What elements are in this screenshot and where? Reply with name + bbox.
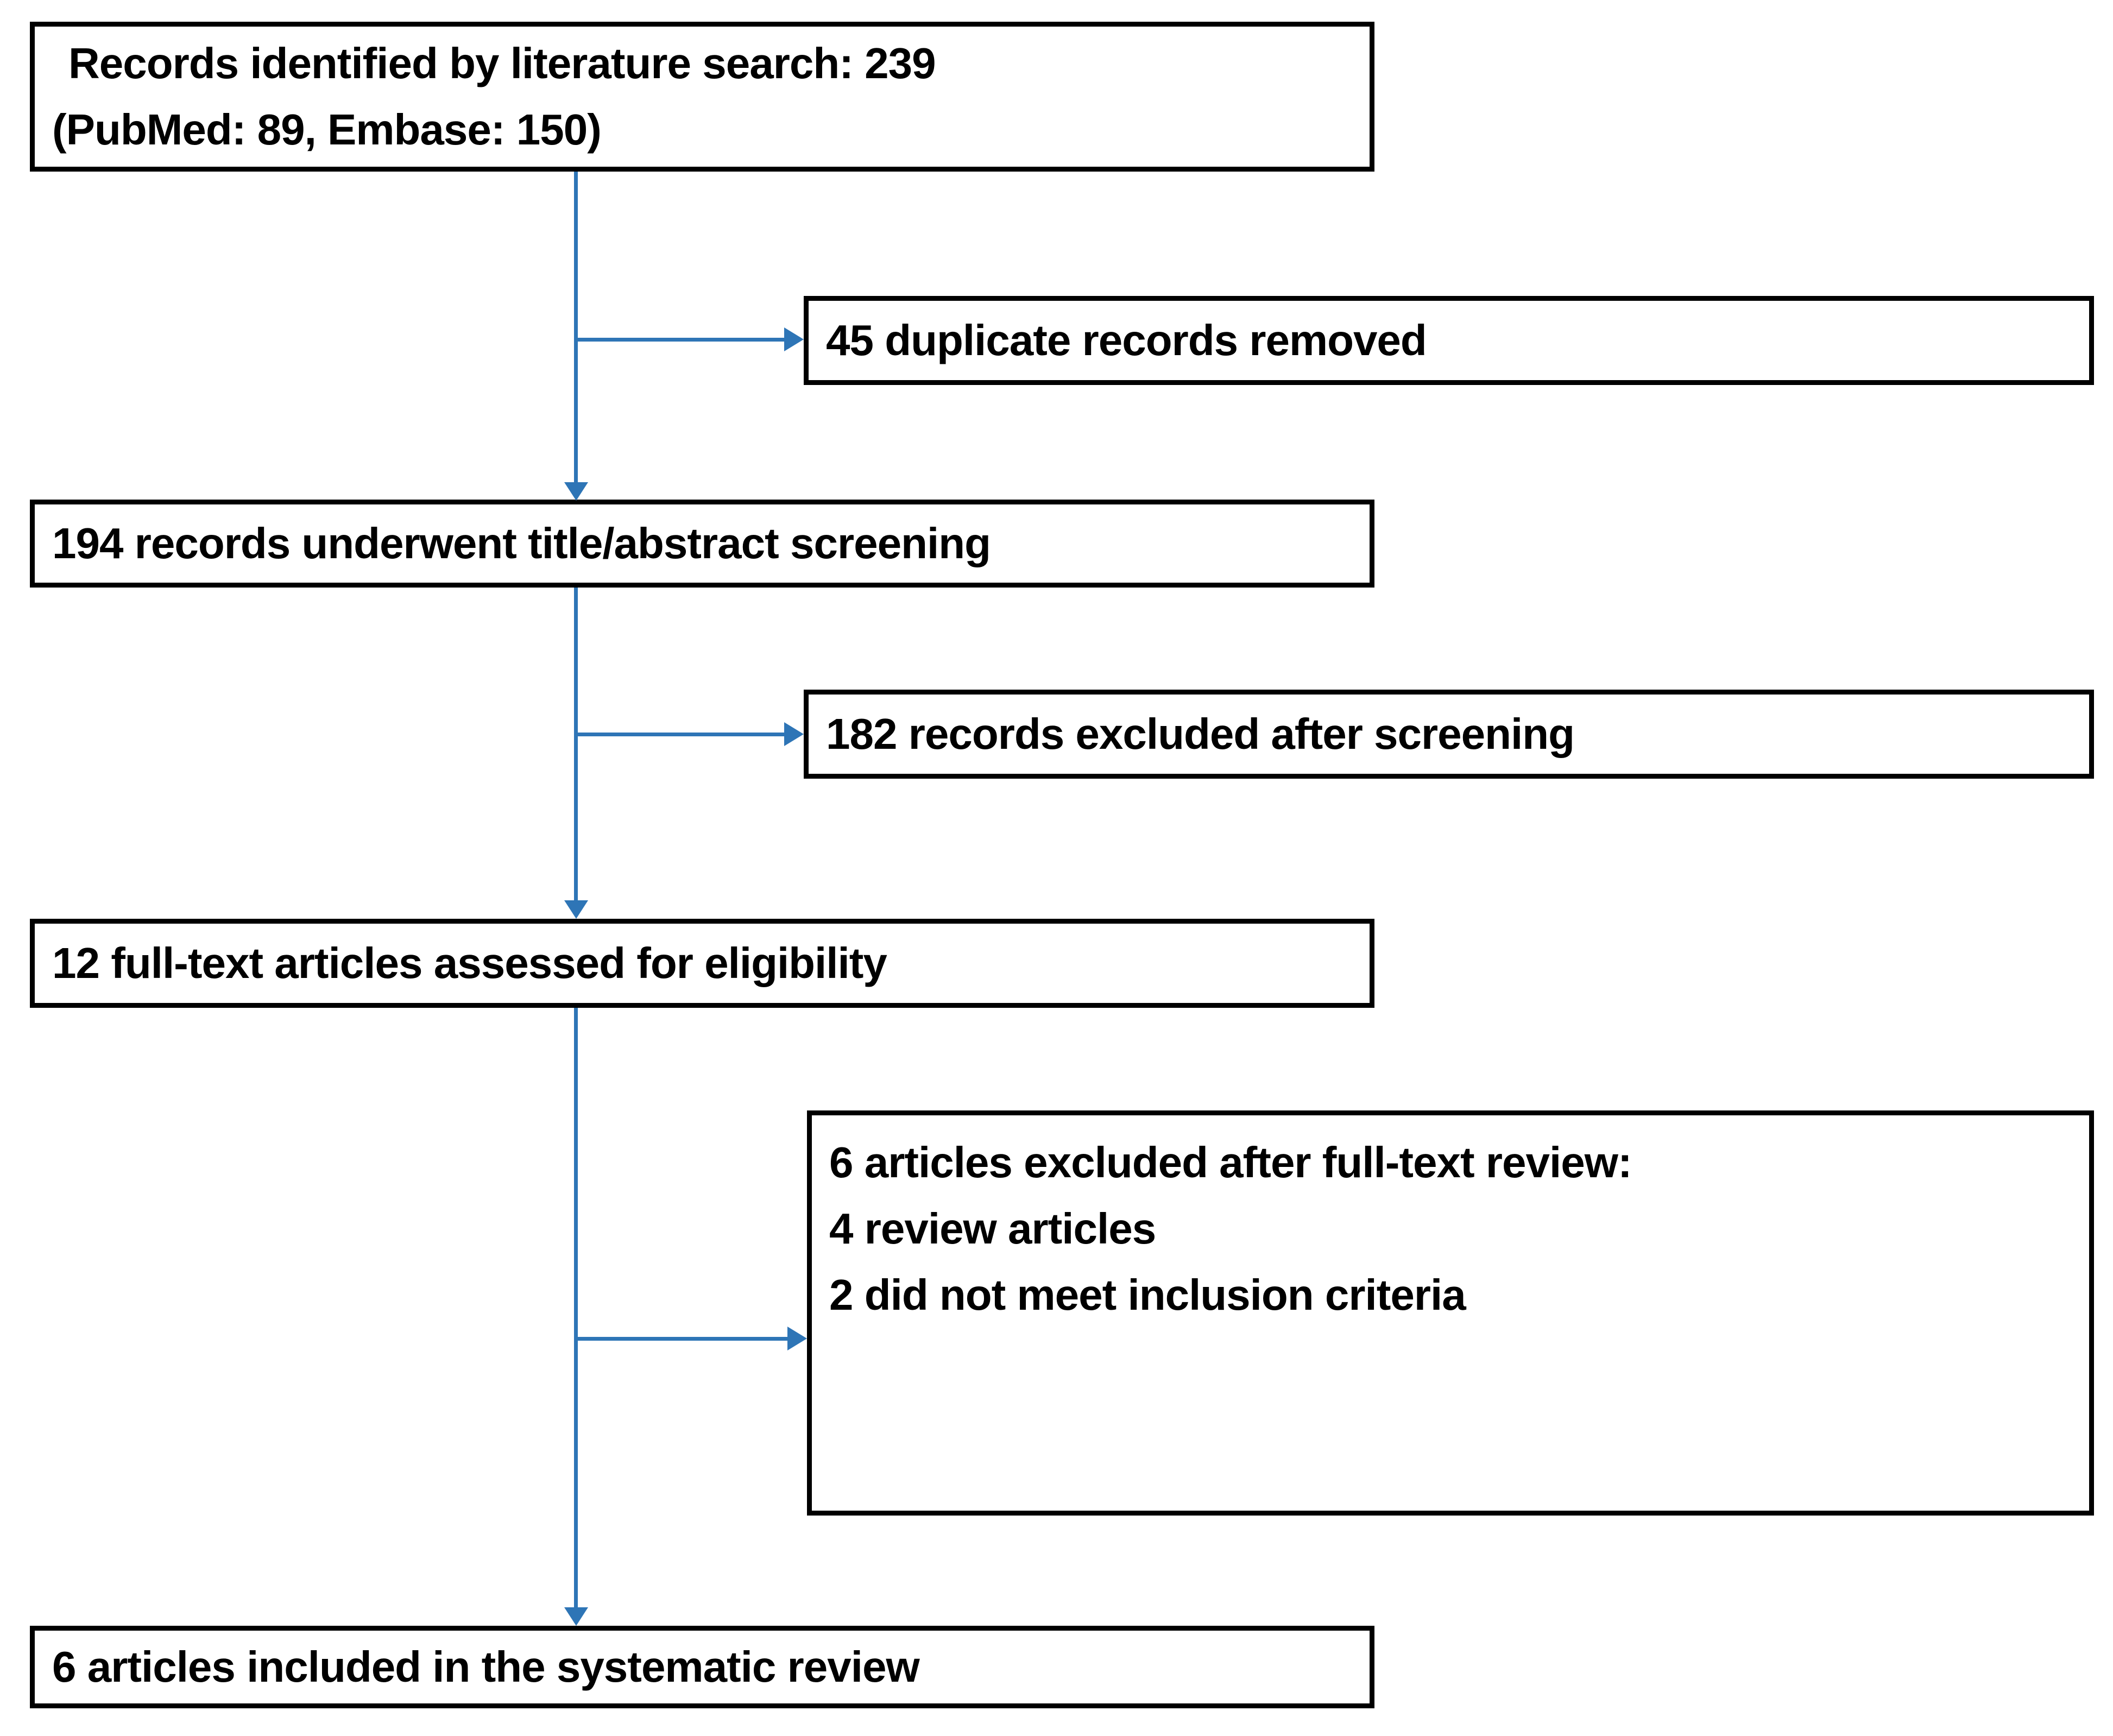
flow-line-branch-excluded-fulltext (574, 1337, 790, 1341)
flow-line-vertical-2 (574, 588, 578, 901)
box-text-line: 194 records underwent title/abstract scr… (52, 519, 991, 567)
box-fulltext-assessed: 12 full-text articles assessed for eligi… (30, 919, 1374, 1008)
box-text-line: 12 full-text articles assessed for eligi… (52, 939, 887, 987)
box-text-line: 2 did not meet inclusion criteria (829, 1271, 1466, 1319)
flow-line-vertical-3 (574, 1008, 578, 1607)
box-duplicates-removed: 45 duplicate records removed (804, 296, 2094, 385)
box-text-line: (PubMed: 89, Embase: 150) (52, 105, 602, 154)
box-text-line: Records identified by literature search:… (68, 39, 936, 87)
box-excluded-after-screening: 182 records excluded after screening (804, 690, 2094, 779)
box-title-abstract-screening: 194 records underwent title/abstract scr… (30, 500, 1374, 588)
arrowhead-right-icon (784, 722, 804, 746)
flow-line-branch-excluded-screening (574, 733, 785, 736)
box-records-identified: Records identified by literature search:… (30, 22, 1374, 172)
box-text-line: 45 duplicate records removed (826, 316, 1427, 364)
box-included-in-review: 6 articles included in the systematic re… (30, 1626, 1374, 1708)
box-text-line: 6 articles excluded after full-text revi… (829, 1138, 1632, 1186)
flow-line-branch-duplicates (574, 338, 785, 342)
arrowhead-down-icon (564, 900, 588, 919)
arrowhead-right-icon (784, 327, 804, 351)
arrowhead-down-icon (564, 482, 588, 501)
box-text-line: 4 review articles (829, 1204, 1156, 1253)
arrowhead-down-icon (564, 1607, 588, 1626)
box-text-line: 182 records excluded after screening (826, 710, 1575, 758)
box-text-line: 6 articles included in the systematic re… (52, 1643, 920, 1691)
flow-line-vertical-1 (574, 172, 578, 483)
arrowhead-right-icon (787, 1327, 807, 1350)
box-excluded-after-fulltext: 6 articles excluded after full-text revi… (807, 1110, 2094, 1516)
